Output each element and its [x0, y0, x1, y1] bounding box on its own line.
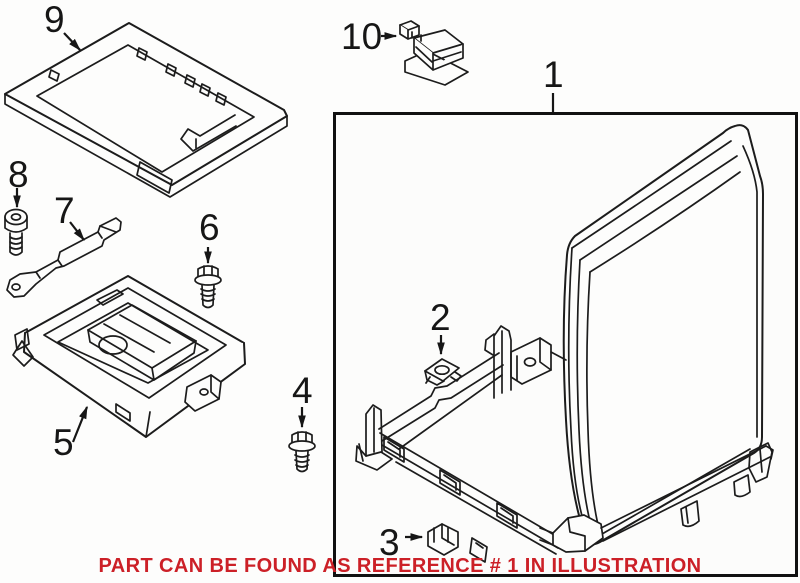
callout-label-9: 9	[44, 0, 65, 40]
hinge-strap-drawing	[6, 217, 122, 298]
callout-label-5: 5	[53, 422, 74, 463]
callout-label-10: 10	[341, 16, 383, 57]
console-base-frame-drawing	[355, 325, 774, 563]
hex-bolt-4-drawing	[288, 431, 316, 473]
callout-arrow-9	[63, 32, 81, 51]
reference-footer-note: PART CAN BE FOUND AS REFERENCE # 1 IN IL…	[98, 555, 702, 577]
callout-arrow-5	[71, 405, 89, 443]
callout-label-4: 4	[292, 370, 313, 411]
callout-label-2: 2	[430, 297, 451, 338]
retainer-clip-drawing	[427, 523, 459, 556]
armrest-lid-drawing	[4, 22, 288, 198]
storage-bin-drawing	[12, 275, 246, 438]
callout-label-8: 8	[8, 154, 29, 195]
clip-nut-drawing	[424, 358, 462, 386]
callout-label-7: 7	[54, 190, 75, 231]
callout-label-1: 1	[543, 54, 564, 95]
callout-arrow-7	[69, 221, 85, 242]
callout-label-3: 3	[379, 522, 400, 563]
console-backrest-panel-drawing	[562, 124, 764, 546]
callout-label-6: 6	[199, 207, 220, 248]
socket-screw-drawing	[4, 208, 28, 256]
lid-latch-drawing	[399, 20, 469, 86]
hex-bolt-6-drawing	[194, 265, 222, 309]
